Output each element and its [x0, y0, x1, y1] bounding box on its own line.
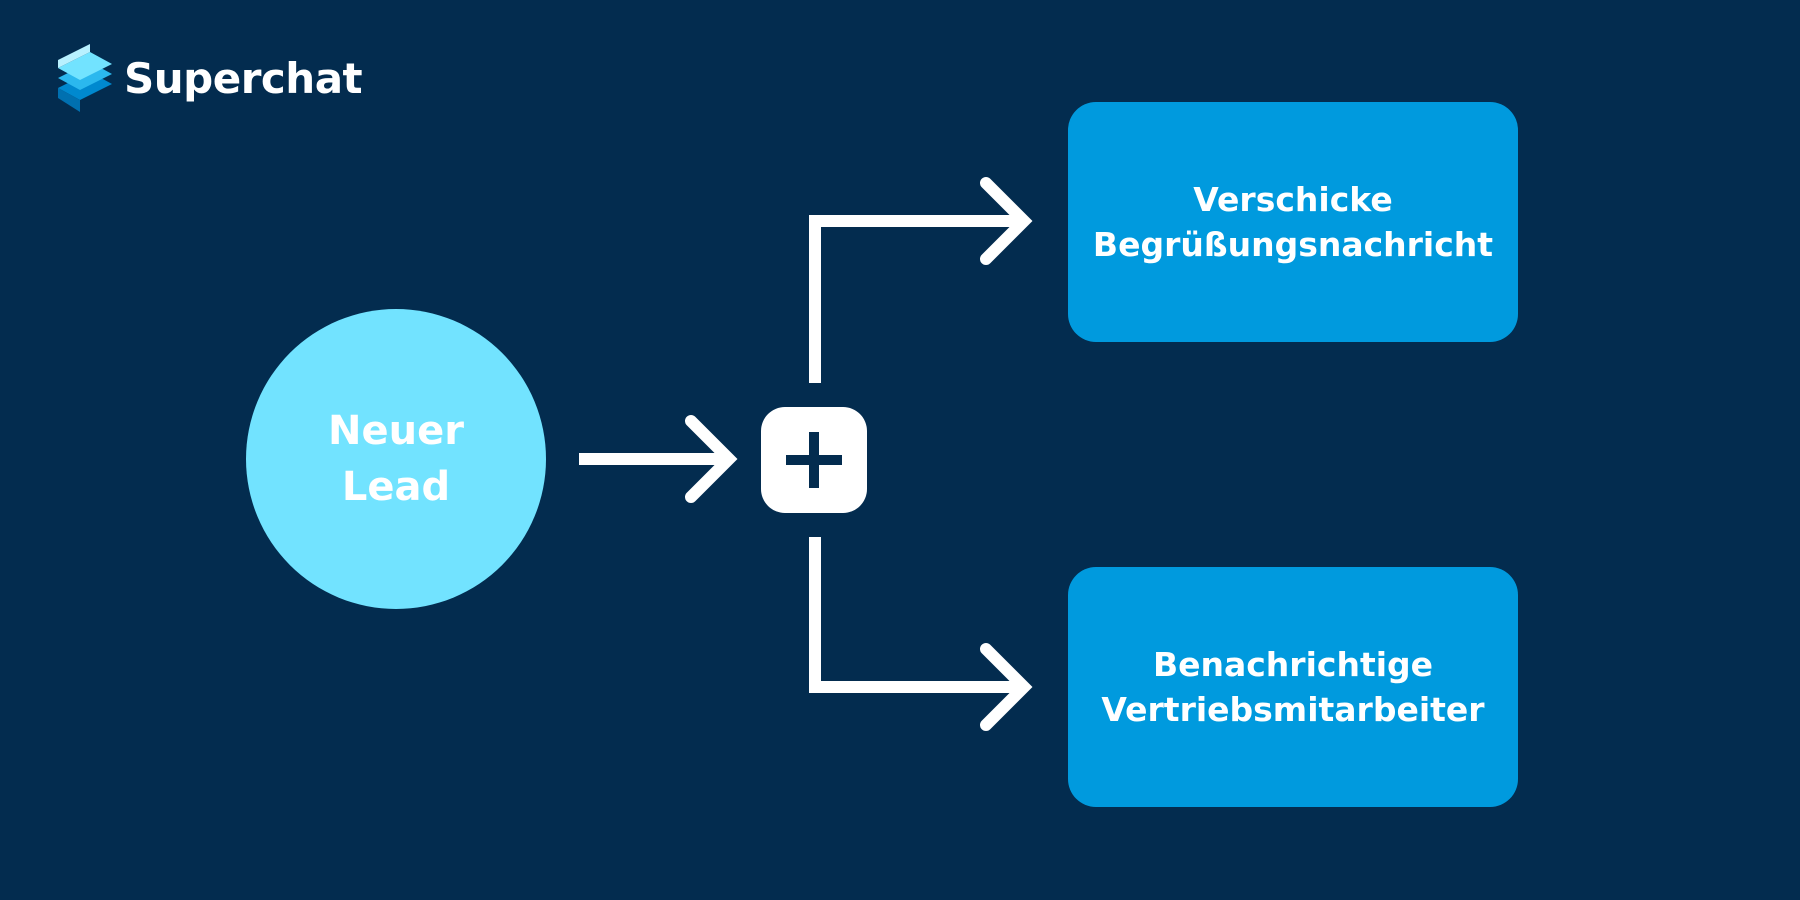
trigger-label-line1: Neuer: [328, 408, 464, 454]
plus-icon: [786, 432, 842, 488]
arrowhead-top: [980, 177, 1033, 265]
logo-text: Superchat: [124, 54, 363, 103]
junction-node: [761, 407, 867, 513]
connector-junction-to-bottom: [809, 537, 1022, 693]
trigger-label-line2: Lead: [341, 464, 451, 510]
action-notify-line2: Vertriebsmitarbeiter: [1101, 690, 1485, 729]
arrowhead-bottom: [980, 643, 1033, 731]
action-notify-line1: Benachrichtige: [1152, 645, 1434, 684]
arrowhead-junction: [685, 415, 738, 503]
action-greeting-line1: Verschicke: [1193, 180, 1393, 219]
action-node-notify-sales: Benachrichtige Vertriebsmitarbeiter: [1068, 567, 1518, 807]
trigger-node: Neuer Lead: [246, 309, 546, 609]
connector-junction-to-top: [809, 215, 1022, 383]
logo: Superchat: [54, 44, 363, 114]
action-node-greeting: Verschicke Begrüßungsnachricht: [1068, 102, 1518, 342]
action-greeting-line2: Begrüßungsnachricht: [1092, 225, 1494, 264]
stacked-layers-icon: [58, 44, 112, 112]
